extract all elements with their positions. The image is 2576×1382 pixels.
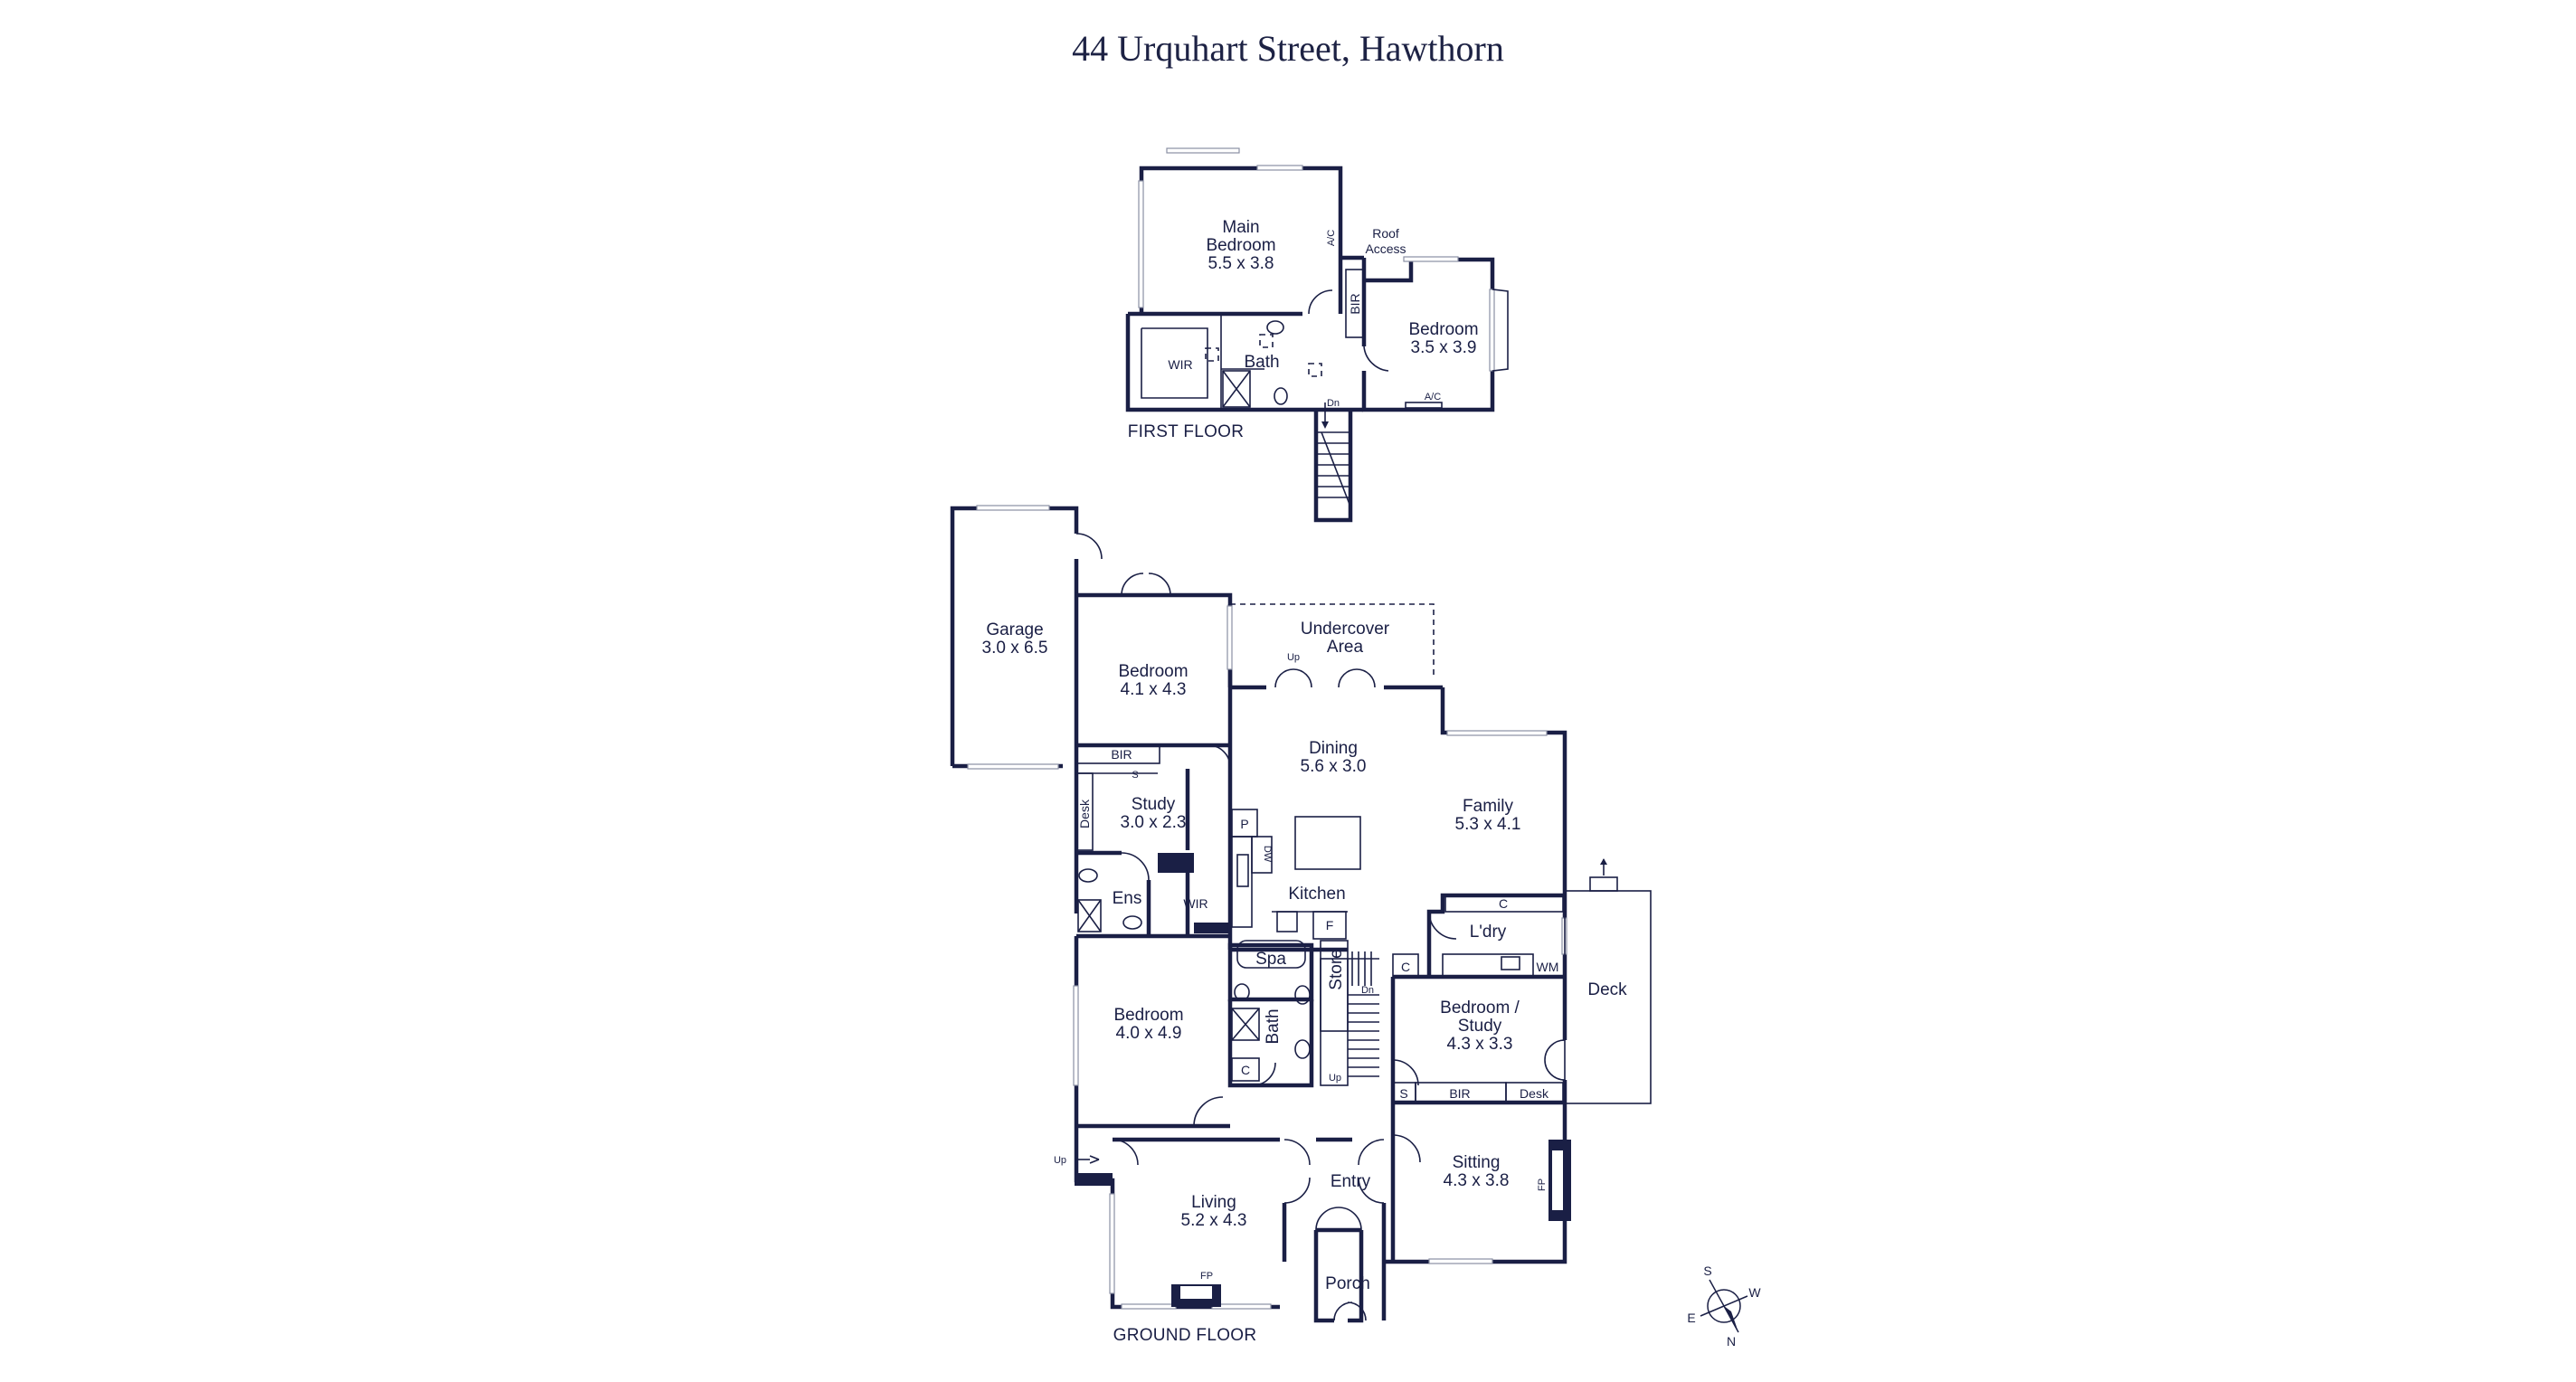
label-ens: Ens [1113,889,1142,908]
label-wm: WM [1537,960,1559,974]
label-bedroom-study: Bedroom /Study [1440,999,1520,1036]
label-bir-first: BIR [1348,293,1362,314]
compass-icon: S W E N [1687,1264,1761,1349]
label-bedroom-first: Bedroom [1408,320,1478,339]
label-up-ground: Up [1329,1073,1341,1084]
label-deck: Deck [1587,980,1627,999]
compass-e: E [1687,1311,1695,1325]
ground-floor-plan [950,505,1652,1323]
label-laundry: L'dry [1470,923,1507,942]
label-ac-first: A/C [1425,392,1441,402]
label-garage: Garage [986,620,1043,639]
dims-sitting: 4.3 x 3.8 [1444,1171,1510,1190]
label-entry: Entry [1331,1172,1371,1191]
label-s-bedroom-study: S [1399,1086,1407,1101]
label-ground-floor: GROUND FLOOR [1113,1326,1257,1345]
label-ac-main: A/C [1326,230,1337,246]
dims-dining: 5.6 x 3.0 [1301,757,1367,776]
dims-bedroom-sw: 4.0 x 4.9 [1116,1024,1182,1043]
label-spa: Spa [1255,950,1286,969]
label-sitting: Sitting [1453,1153,1501,1172]
label-first-floor: FIRST FLOOR [1128,422,1245,441]
label-bir-bedroom-study: BIR [1449,1086,1470,1101]
dims-garage: 3.0 x 6.5 [982,639,1048,658]
label-dn-ground: Dn [1361,985,1374,996]
label-fp-sitting: FP [1537,1178,1548,1191]
compass-n: N [1727,1334,1736,1349]
label-wir-ground: WIR [1183,896,1208,911]
dims-living: 5.2 x 4.3 [1181,1211,1247,1230]
label-c-laundry-top: C [1499,896,1508,911]
dims-study: 3.0 x 2.3 [1121,813,1187,832]
label-bath-first: Bath [1244,353,1279,372]
label-dining: Dining [1309,739,1358,758]
label-s-nw: S [1132,770,1138,781]
dims-bedroom-study: 4.3 x 3.3 [1447,1035,1513,1054]
dims-family: 5.3 x 4.1 [1455,815,1521,834]
label-desk-study: Desk [1077,799,1092,828]
label-desk-bedroom-study: Desk [1520,1086,1549,1101]
label-dn-first: Dn [1327,398,1340,409]
label-bedroom-nw: Bedroom [1118,662,1188,681]
label-study: Study [1132,795,1176,814]
label-bath-ground: Bath [1264,1008,1283,1044]
label-up-living: Up [1054,1155,1066,1166]
compass-s: S [1703,1264,1711,1278]
label-up-undercover: Up [1287,652,1300,663]
label-living: Living [1191,1193,1236,1212]
first-floor-plan [1125,147,1509,523]
label-kitchen: Kitchen [1288,885,1345,904]
label-family: Family [1463,797,1513,816]
label-bir-nw: BIR [1111,747,1132,762]
compass-w: W [1748,1285,1761,1300]
dims-bedroom-nw: 4.1 x 4.3 [1121,680,1187,699]
dims-bedroom-first: 3.5 x 3.9 [1411,338,1477,357]
label-dw: DW [1262,846,1273,863]
label-store: Store [1327,949,1346,989]
property-title: 44 Urquhart Street, Hawthorn [1072,28,1504,69]
label-fp-living: FP [1200,1271,1213,1282]
label-c-bath: C [1241,1063,1250,1077]
dims-main-bedroom: 5.5 x 3.8 [1208,254,1274,273]
label-wir-first: WIR [1168,357,1192,372]
label-fridge: F [1326,918,1334,932]
label-porch: Porch [1325,1274,1370,1293]
label-pantry: P [1240,817,1248,831]
label-bedroom-sw: Bedroom [1113,1006,1183,1025]
label-c-laundry: C [1401,960,1410,974]
